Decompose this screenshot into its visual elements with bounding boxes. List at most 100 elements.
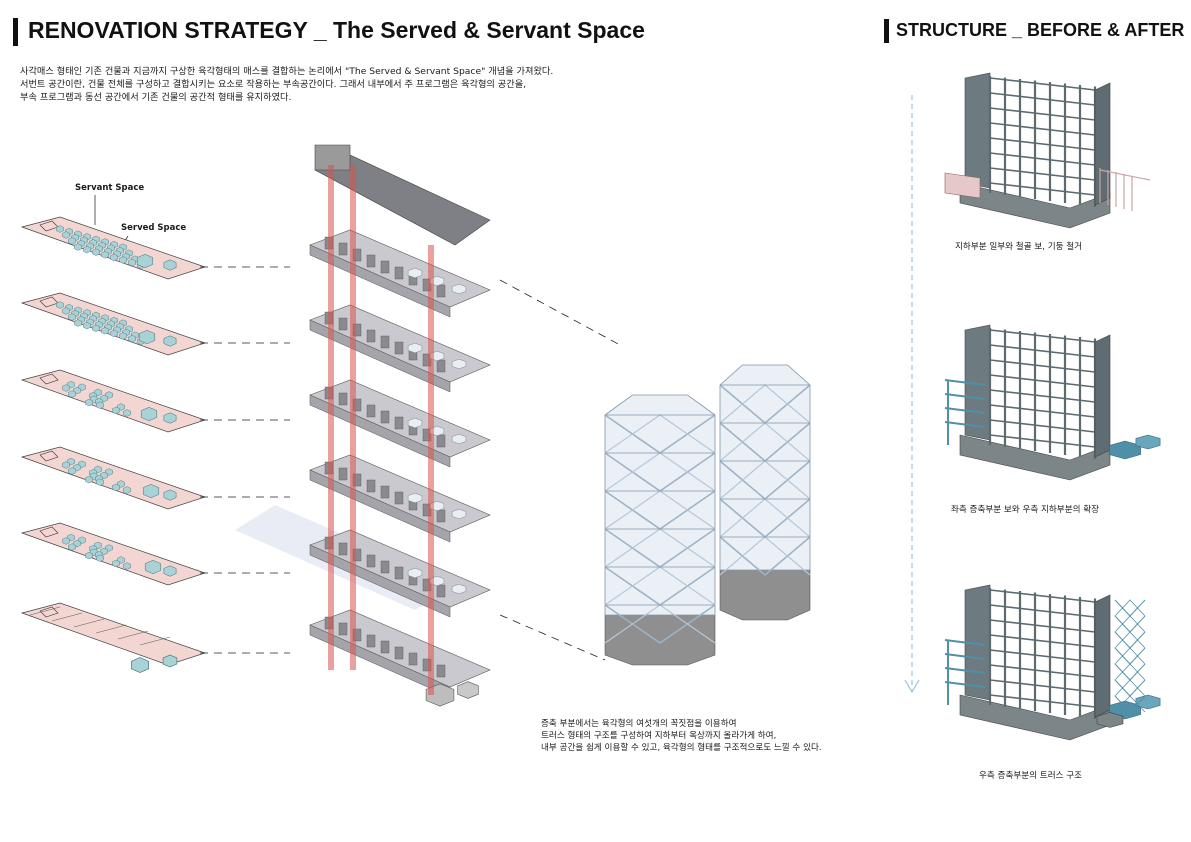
exploded-floor bbox=[309, 304, 491, 393]
interior-wall bbox=[394, 416, 404, 430]
floor-edge bbox=[309, 244, 451, 318]
frame-beam bbox=[989, 589, 1096, 603]
hex-cell bbox=[92, 324, 100, 332]
new-beam bbox=[944, 667, 986, 674]
floor-plan bbox=[20, 292, 290, 356]
progression-arrow bbox=[904, 95, 920, 694]
arrow-head bbox=[904, 679, 920, 694]
interior-wall bbox=[366, 479, 376, 493]
hex-cell bbox=[62, 307, 70, 315]
stair-core bbox=[39, 373, 59, 385]
truss-member bbox=[1114, 615, 1146, 633]
vertical-core-left bbox=[328, 165, 334, 670]
hex-room bbox=[163, 259, 177, 271]
truss-member bbox=[1114, 631, 1146, 649]
demolished-beam bbox=[1099, 169, 1151, 181]
interior-wall bbox=[338, 392, 348, 406]
frame-beam bbox=[989, 419, 1096, 433]
interior-wall bbox=[380, 640, 390, 654]
hex-room bbox=[138, 330, 156, 345]
truss-caption-line: 트러스 형태의 구조를 구성하여 지하부터 옥상까지 올라가게 하여, bbox=[541, 731, 777, 741]
hex-glass-room bbox=[407, 342, 423, 354]
floor-plan bbox=[20, 216, 290, 280]
new-basement-hex bbox=[1135, 694, 1161, 710]
hex-room bbox=[144, 560, 162, 575]
plan-wall bbox=[95, 624, 127, 634]
hex-glass-room bbox=[407, 267, 423, 279]
hex-cell bbox=[62, 384, 70, 392]
hex-cell bbox=[112, 559, 120, 568]
frame-beam bbox=[989, 389, 1096, 403]
floor-edge bbox=[309, 469, 451, 543]
frame-beam bbox=[989, 404, 1096, 418]
intro-text: 사각매스 형태인 기존 건물과 지금까지 구상한 육각형태의 매스를 결합하는 … bbox=[20, 65, 660, 104]
demolished-basement bbox=[944, 172, 981, 199]
hex-room bbox=[162, 654, 178, 668]
steel-frame-building bbox=[944, 324, 1161, 481]
hex-cell bbox=[110, 253, 118, 262]
hex-cell bbox=[56, 301, 64, 309]
side-wall bbox=[1094, 594, 1111, 718]
frame-beam bbox=[989, 374, 1096, 388]
interior-wall bbox=[436, 509, 446, 523]
frame-beam bbox=[989, 604, 1096, 618]
stair-core bbox=[39, 526, 59, 538]
structure-before-model bbox=[944, 72, 1151, 229]
truss-member bbox=[1114, 679, 1146, 697]
hex-cell bbox=[68, 390, 76, 398]
core-wall bbox=[964, 72, 991, 189]
interior-wall bbox=[366, 634, 376, 648]
right-title: STRUCTURE _ BEFORE & AFTER bbox=[896, 20, 1185, 40]
hex-cell bbox=[56, 225, 64, 233]
truss-member bbox=[1114, 599, 1146, 617]
exploded-floor bbox=[309, 609, 491, 707]
intro-line: 서번트 공간이란, 건물 전체를 구성하고 결합시키는 요소로 작용하는 부속공… bbox=[20, 79, 527, 90]
frame-beam bbox=[989, 344, 1096, 358]
interior-wall bbox=[436, 359, 446, 373]
interior-wall bbox=[366, 329, 376, 343]
servant-space-label: Servant Space bbox=[75, 183, 145, 193]
hex-room bbox=[142, 484, 160, 499]
hex-glass-room bbox=[451, 583, 467, 595]
hex-cell bbox=[68, 313, 76, 321]
hex-cell bbox=[96, 401, 104, 409]
left-title-marker bbox=[13, 18, 18, 46]
interior-wall bbox=[338, 467, 348, 481]
hex-room bbox=[140, 407, 158, 422]
side-wall bbox=[1094, 82, 1111, 206]
plan-slab bbox=[20, 446, 207, 510]
truss-caption-line: 내부 공간을 쉽게 이용할 수 있고, 육각형의 형태를 구조적으로도 느낄 수… bbox=[541, 743, 822, 753]
truss-member bbox=[1114, 647, 1146, 665]
hex-cell bbox=[68, 237, 76, 245]
truss-member bbox=[1114, 679, 1146, 697]
stair-core bbox=[39, 606, 59, 618]
hex-room bbox=[163, 565, 177, 577]
frame-beam bbox=[989, 634, 1096, 648]
hex-glass-room bbox=[451, 433, 467, 445]
hex-cell bbox=[68, 543, 76, 551]
interior-wall bbox=[394, 266, 404, 280]
structure-truss-model bbox=[944, 584, 1161, 741]
frame-beam bbox=[989, 694, 1096, 708]
frame-beam bbox=[989, 137, 1096, 151]
floor-edge bbox=[309, 544, 451, 618]
plan-wall bbox=[117, 630, 149, 640]
structure-caption-2: 좌측 증축부분 보와 우측 지하부분의 확장 bbox=[951, 505, 1100, 515]
hex-glass-room bbox=[407, 417, 423, 429]
plan-slab bbox=[20, 522, 207, 586]
interior-wall bbox=[380, 260, 390, 274]
hex-glass-room bbox=[407, 567, 423, 579]
hex-cell bbox=[101, 251, 109, 259]
interior-wall bbox=[394, 566, 404, 580]
hex-cell bbox=[110, 329, 118, 338]
truss-member bbox=[604, 604, 716, 644]
hex-cell bbox=[83, 245, 91, 254]
floor-plan bbox=[20, 369, 290, 433]
building-base bbox=[959, 182, 1111, 229]
hex-room bbox=[163, 335, 177, 347]
exploded-axonometric bbox=[235, 144, 621, 707]
interior-wall bbox=[408, 652, 418, 666]
frame-beam bbox=[989, 122, 1096, 136]
interior-wall bbox=[394, 341, 404, 355]
hex-cell bbox=[119, 256, 127, 264]
